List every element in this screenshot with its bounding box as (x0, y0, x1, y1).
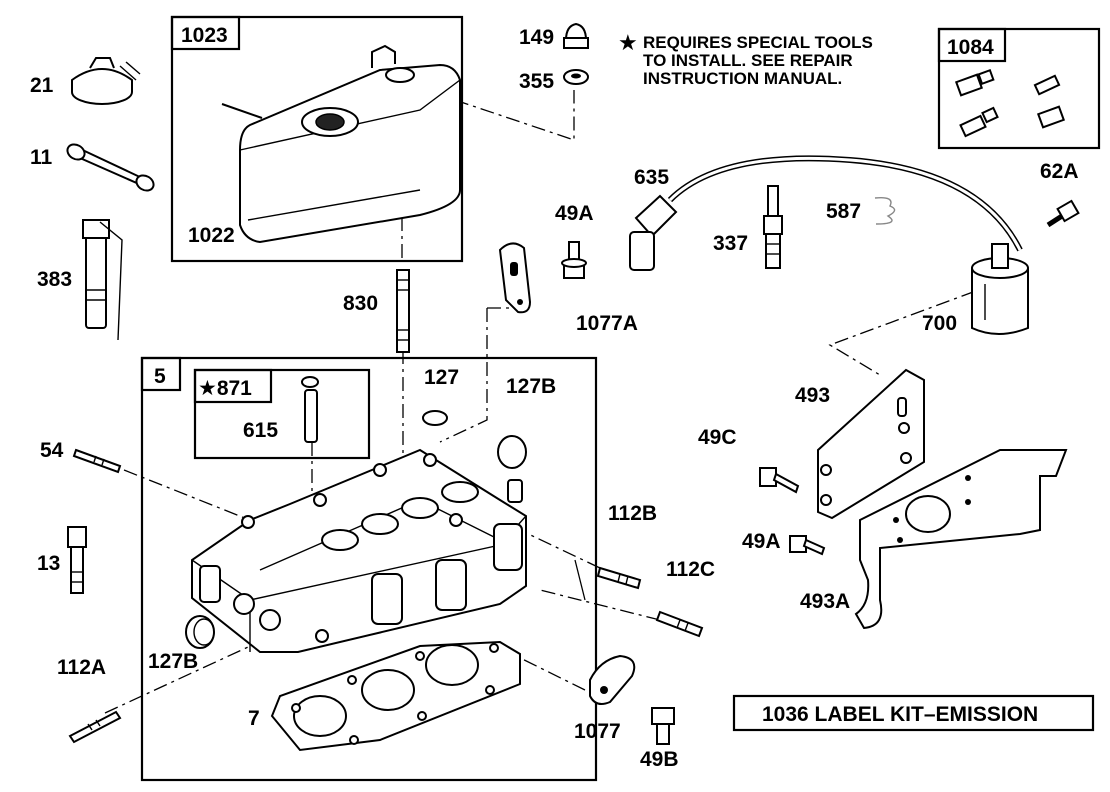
spark-plug-icon (763, 185, 783, 269)
oil-cap-icon (71, 57, 141, 105)
plug-127-icon (422, 410, 448, 426)
label-127B-bottom: 127B (148, 650, 198, 673)
cylinder-head-icon (191, 448, 527, 653)
label-49A-top: 49A (555, 202, 594, 225)
washer-icon (563, 69, 589, 85)
note-line-1: REQUIRES SPECIAL TOOLS (643, 33, 873, 52)
label-355: 355 (519, 70, 554, 93)
group-871-label: ★871 (198, 377, 252, 400)
note-line-2: TO INSTALL. SEE REPAIR (643, 51, 853, 70)
screw-49a-top-icon (561, 241, 587, 279)
seal-615-icon (301, 376, 319, 443)
label-1077: 1077 (574, 720, 621, 743)
long-stud-icon (396, 269, 410, 353)
label-149: 149 (519, 26, 554, 49)
clip-icon (874, 196, 896, 225)
label-587: 587 (826, 200, 861, 223)
bracket-1077-icon (589, 654, 636, 705)
stud-54-icon (72, 448, 122, 474)
label-1077A: 1077A (576, 312, 638, 335)
label-kit-text: 1036 LABEL KIT–EMISSION (762, 703, 1038, 726)
label-615: 615 (243, 419, 278, 442)
tube-icon (66, 143, 155, 192)
label-493A: 493A (800, 590, 850, 613)
note-line-3: INSTRUCTION MANUAL. (643, 69, 842, 88)
dipstick-icon (82, 219, 123, 341)
label-112A: 112A (57, 656, 106, 679)
plug-127b-top-icon (497, 435, 527, 469)
label-13: 13 (37, 552, 60, 575)
label-11: 11 (30, 146, 53, 169)
bolt-13-icon (67, 526, 87, 594)
acorn-nut-icon (563, 22, 589, 49)
label-49C: 49C (698, 426, 737, 449)
special-tools-note: ★ REQUIRES SPECIAL TOOLS TO INSTALL. SEE… (618, 30, 873, 88)
terminals-icon (954, 68, 1066, 138)
part-labels: 21 11 383 1022 830 149 355 635 587 62A 4… (30, 26, 1079, 771)
label-127B-top: 127B (506, 375, 556, 398)
note-star: ★ (618, 30, 638, 55)
label-635: 635 (634, 166, 669, 189)
stud-112b-icon (596, 566, 642, 590)
label-112C: 112C (666, 558, 715, 581)
label-493: 493 (795, 384, 830, 407)
head-gasket-icon (270, 640, 521, 752)
bracket-493-icon (817, 368, 925, 520)
stud-112c-icon (655, 610, 704, 638)
label-700: 700 (922, 312, 957, 335)
screw-49a-bottom-icon (789, 535, 826, 556)
label-112B: 112B (608, 502, 657, 525)
label-kit-box: 1036 LABEL KIT–EMISSION (732, 694, 1095, 732)
ignition-coil-icon (971, 243, 1029, 335)
label-1022: 1022 (188, 224, 235, 247)
group-1084-label: 1084 (947, 36, 994, 59)
group-871-frame: ★871 (193, 368, 371, 460)
label-7: 7 (248, 707, 260, 730)
bracket-493a-icon (854, 449, 1068, 630)
group-5-frame: 5 (140, 356, 598, 782)
screw-62a-icon (1046, 199, 1080, 228)
label-127: 127 (424, 366, 459, 389)
label-830: 830 (343, 292, 378, 315)
bracket-1077a-icon (498, 242, 532, 314)
valve-cover-icon (221, 44, 461, 244)
group-1023-frame: 1023 (170, 15, 464, 263)
screw-49c-icon (759, 467, 800, 494)
plug-127b-bottom-icon (185, 615, 215, 649)
label-49B: 49B (640, 748, 679, 771)
screw-49b-icon (651, 707, 675, 745)
label-337: 337 (713, 232, 748, 255)
label-21: 21 (30, 74, 54, 97)
label-62A: 62A (1040, 160, 1079, 183)
label-383: 383 (37, 268, 72, 291)
label-49A-bottom: 49A (742, 530, 781, 553)
group-5-label: 5 (154, 365, 166, 388)
label-54: 54 (40, 439, 64, 462)
spark-plug-wire-icon (629, 155, 1023, 271)
stud-112a-icon (68, 710, 122, 744)
group-1023-label: 1023 (181, 24, 228, 47)
group-1084-frame: 1084 (937, 27, 1101, 150)
